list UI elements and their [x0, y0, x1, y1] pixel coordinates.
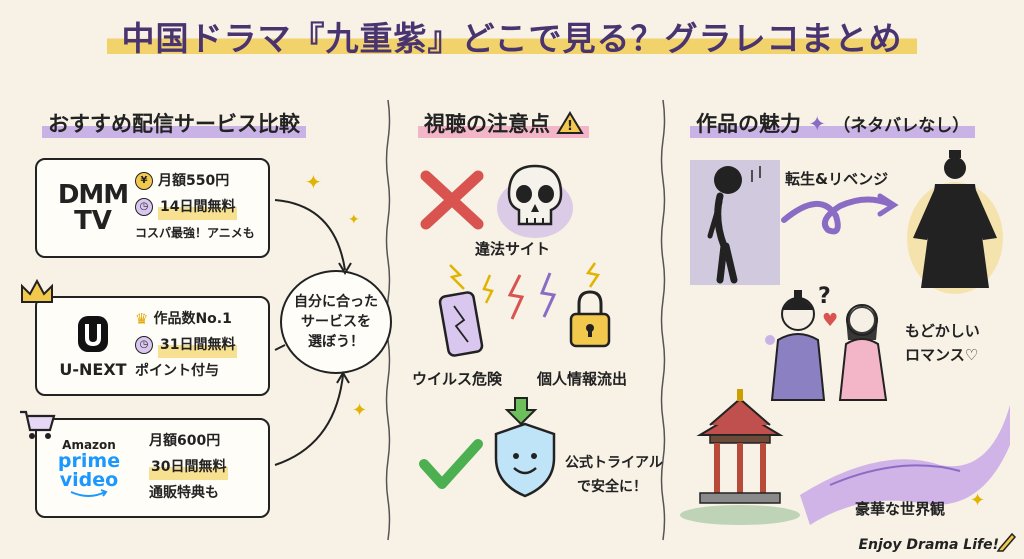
skull-icon [497, 164, 573, 238]
dmm-trial: 14日間無料 [158, 194, 238, 220]
dmm-logo-text: DMM [57, 180, 129, 210]
sparkle-icon: ✦ [970, 490, 986, 511]
service-card-prime: Amazon prime video 月額600円 30日間無料 通販特典も [35, 418, 270, 518]
svg-text:!: ! [567, 119, 573, 134]
broken-phone-icon [438, 291, 484, 357]
heart-icon: ♥ [822, 310, 839, 331]
footer-text: Enjoy Drama Life! [858, 537, 999, 553]
unext-note: ポイント付与 [135, 363, 219, 379]
shield-icon [494, 422, 556, 498]
red-cross-icon [420, 170, 484, 230]
revenge-label: 転生&リベンジ [785, 170, 889, 188]
dmm-price: 月額550円 [158, 173, 230, 189]
safe-label-line-2: で安全に！ [577, 479, 647, 495]
page-title: 中国ドラマ『九重紫』どこで見る？グラレコまとめ [107, 10, 917, 62]
clock-icon: ◷ [135, 336, 153, 354]
sad-person-icon [690, 160, 780, 285]
bubble-line-3: 選ぼう！ [308, 334, 364, 350]
question-mark-icon: ? [818, 284, 831, 309]
loop-arrow-icon [781, 193, 899, 235]
section-title-services: おすすめ配信サービス比較 [42, 108, 306, 138]
dmm-tv-logo: DMM TV [49, 160, 137, 256]
prime-trial: 30日間無料 [149, 454, 229, 480]
bubble-line-2: サービスを [301, 314, 371, 330]
section-title-appeal: 作品の魅力 ✦ （ネタバレなし） [690, 108, 976, 138]
crown-icon: ♛ [135, 310, 149, 328]
section-title-appeal-note: （ネタバレなし） [833, 116, 970, 136]
padlock-icon [569, 290, 611, 348]
smile-arrow-icon [70, 489, 108, 497]
prime-price: 月額600円 [149, 433, 221, 449]
section-title-appeal-text: 作品の魅力 [696, 112, 801, 136]
crown-decoration-icon [21, 278, 53, 303]
service-card-unext: U-NEXT ♛作品数No.1 ◷ 31日間無料 ポイント付与 [35, 296, 270, 396]
prime-note: 通販特典も [149, 485, 219, 501]
tv-logo-text: TV [74, 206, 112, 236]
romance-label-line-1: もどかしい [905, 322, 980, 340]
sparkle-icon: ✦ [808, 112, 826, 136]
unext-info: ♛作品数No.1 ◷ 31日間無料 ポイント付与 [135, 306, 262, 384]
unext-logo-text: U-NEXT [59, 359, 127, 379]
clock-icon: ◷ [135, 198, 153, 216]
couple-icon [765, 290, 888, 401]
prime-logo-text: prime [57, 450, 121, 472]
section-title-cautions: 視聴の注意点 ! [418, 108, 590, 138]
divider-right [660, 99, 666, 541]
green-check-icon [419, 439, 483, 489]
unext-trial: 31日間無料 [158, 332, 238, 358]
prime-info: 月額600円 30日間無料 通販特典も [149, 428, 262, 506]
shopping-cart-icon [20, 410, 56, 439]
down-arrow-icon [504, 397, 538, 426]
prime-video-logo: Amazon prime video [45, 420, 133, 516]
choose-service-bubble: 自分に合った サービスを 選ぼう！ [280, 270, 392, 374]
bubble-line-1: 自分に合った [294, 294, 378, 310]
yen-coin-icon: ¥ [135, 172, 153, 190]
empress-silhouette-icon [907, 150, 1003, 294]
unext-mark-icon [78, 315, 108, 352]
illegal-site-label: 違法サイト [475, 240, 551, 258]
title-area: 中国ドラマ『九重紫』どこで見る？グラレコまとめ [0, 10, 1024, 62]
amazon-logo-text: Amazon [62, 438, 116, 452]
romance-label-line-2: ロマンス♡ [905, 346, 979, 364]
service-card-dmm: DMM TV ¥ 月額550円 ◷ 14日間無料 コスパ最強！アニメも [35, 158, 270, 258]
world-label: 豪華な世界観 [855, 500, 946, 518]
info-leak-label: 個人情報流出 [537, 370, 628, 388]
connector-arrows [274, 199, 352, 466]
unext-logo: U-NEXT [49, 298, 137, 394]
pavilion-world-illustration [680, 389, 1010, 525]
unext-feature: 作品数No.1 [153, 311, 232, 327]
sparkle-icon: ✦ [348, 212, 360, 228]
dmm-info: ¥ 月額550円 ◷ 14日間無料 コスパ最強！アニメも [135, 168, 262, 246]
virus-danger-label: ウイルス危険 [412, 370, 503, 388]
safe-label-line-1: 公式トライアル [565, 455, 663, 471]
dmm-note: コスパ最強！アニメも [135, 226, 255, 240]
warning-icon: ! [556, 111, 585, 134]
sparkle-icon: ✦ [352, 400, 368, 421]
lightning-icons [449, 262, 601, 320]
section-title-cautions-text: 視聴の注意点 [424, 112, 550, 136]
sparkle-icon: ✦ [305, 170, 322, 194]
video-logo-text: video [59, 469, 119, 491]
pencil-icon [996, 532, 1017, 552]
